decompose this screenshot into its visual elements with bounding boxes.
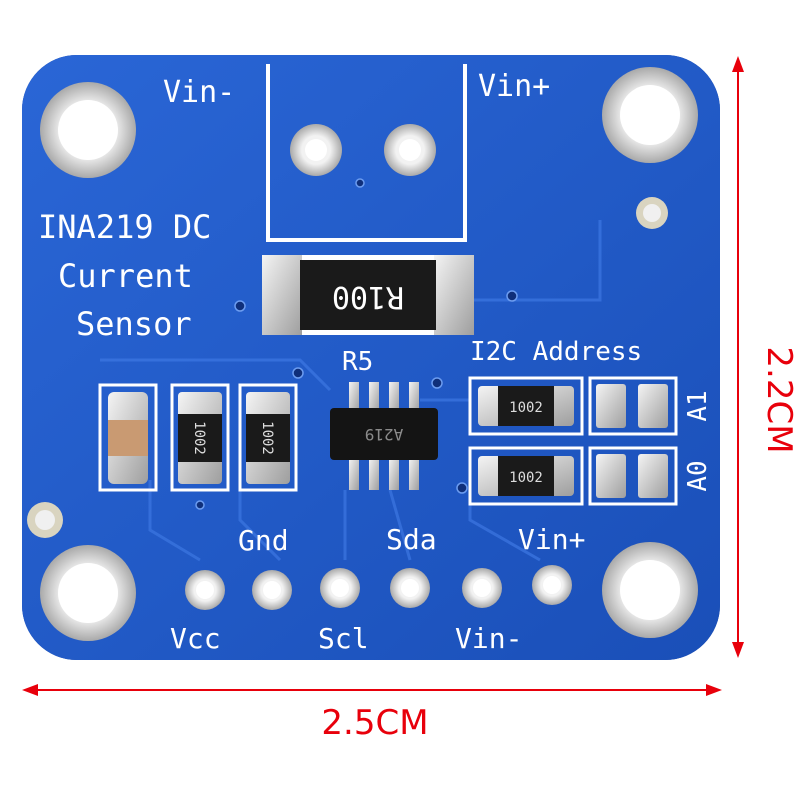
jumper-a1-pad-2 [638, 384, 668, 428]
header-label-vin-plus: Vin+ [518, 523, 585, 556]
addr-a1-label: A1 [683, 390, 713, 421]
header-label-vin-minus: Vin- [455, 622, 522, 655]
mounting-hole-bottom-left [40, 545, 136, 641]
width-label: 2.5CM [321, 703, 428, 743]
vias [195, 178, 518, 510]
i2c-label: I2C Address [470, 337, 642, 367]
height-label: 2.2CM [759, 346, 799, 453]
header-pin-scl [320, 568, 360, 608]
left-components: 1002 1002 [98, 383, 298, 492]
mounting-hole-top-right [602, 67, 698, 163]
terminal-right-label: Vin+ [478, 69, 550, 104]
shunt-marking: R100 [332, 279, 404, 314]
pcb-traces [100, 220, 602, 562]
jumper-a1-pad-1 [596, 384, 626, 428]
header-pin-vin-minus [462, 568, 502, 608]
i2c-address-section: I2C Address 1002 A1 1002 A0 [468, 337, 713, 506]
mounting-hole-bottom-right [602, 542, 698, 638]
shunt-ref-label: R5 [342, 347, 373, 377]
header-pins: Gnd Sda Vin+ Vcc Scl Vin- [170, 523, 585, 655]
board-title: INA219 DC Current Sensor [38, 208, 211, 343]
title-line-1: INA219 DC [38, 208, 211, 246]
mounting-holes [27, 67, 698, 641]
title-line-3: Sensor [76, 305, 192, 343]
address-resistor-a0-code: 1002 [509, 470, 543, 486]
terminal-left-label: Vin- [163, 75, 235, 110]
title-line-2: Current [58, 257, 193, 295]
header-label-scl: Scl [318, 622, 369, 655]
ic-marking: A219 [365, 425, 404, 444]
header-label-sda: Sda [386, 523, 437, 556]
header-pin-vcc [185, 570, 225, 610]
header-pin-gnd [252, 570, 292, 610]
resistor-left-1-code: 1002 [191, 421, 207, 455]
resistor-left-2-code: 1002 [259, 421, 275, 455]
pcb-board [22, 55, 720, 660]
header-label-gnd: Gnd [238, 524, 289, 557]
shunt-resistor: R100 R5 [262, 255, 474, 377]
header-pin-vin-plus [532, 565, 572, 605]
width-dimension: 2.5CM [22, 684, 722, 743]
mounting-hole-top-left [40, 82, 136, 178]
height-dimension: 2.2CM [732, 56, 799, 658]
addr-a0-label: A0 [683, 460, 713, 491]
address-resistor-a1-code: 1002 [509, 400, 543, 416]
ina219-chip: A219 [330, 382, 438, 490]
header-label-vcc: Vcc [170, 622, 221, 655]
terminal-block: Vin- Vin+ [163, 64, 550, 242]
jumper-a0-pad-1 [596, 454, 626, 498]
header-pin-sda [390, 568, 430, 608]
jumper-a0-pad-2 [638, 454, 668, 498]
